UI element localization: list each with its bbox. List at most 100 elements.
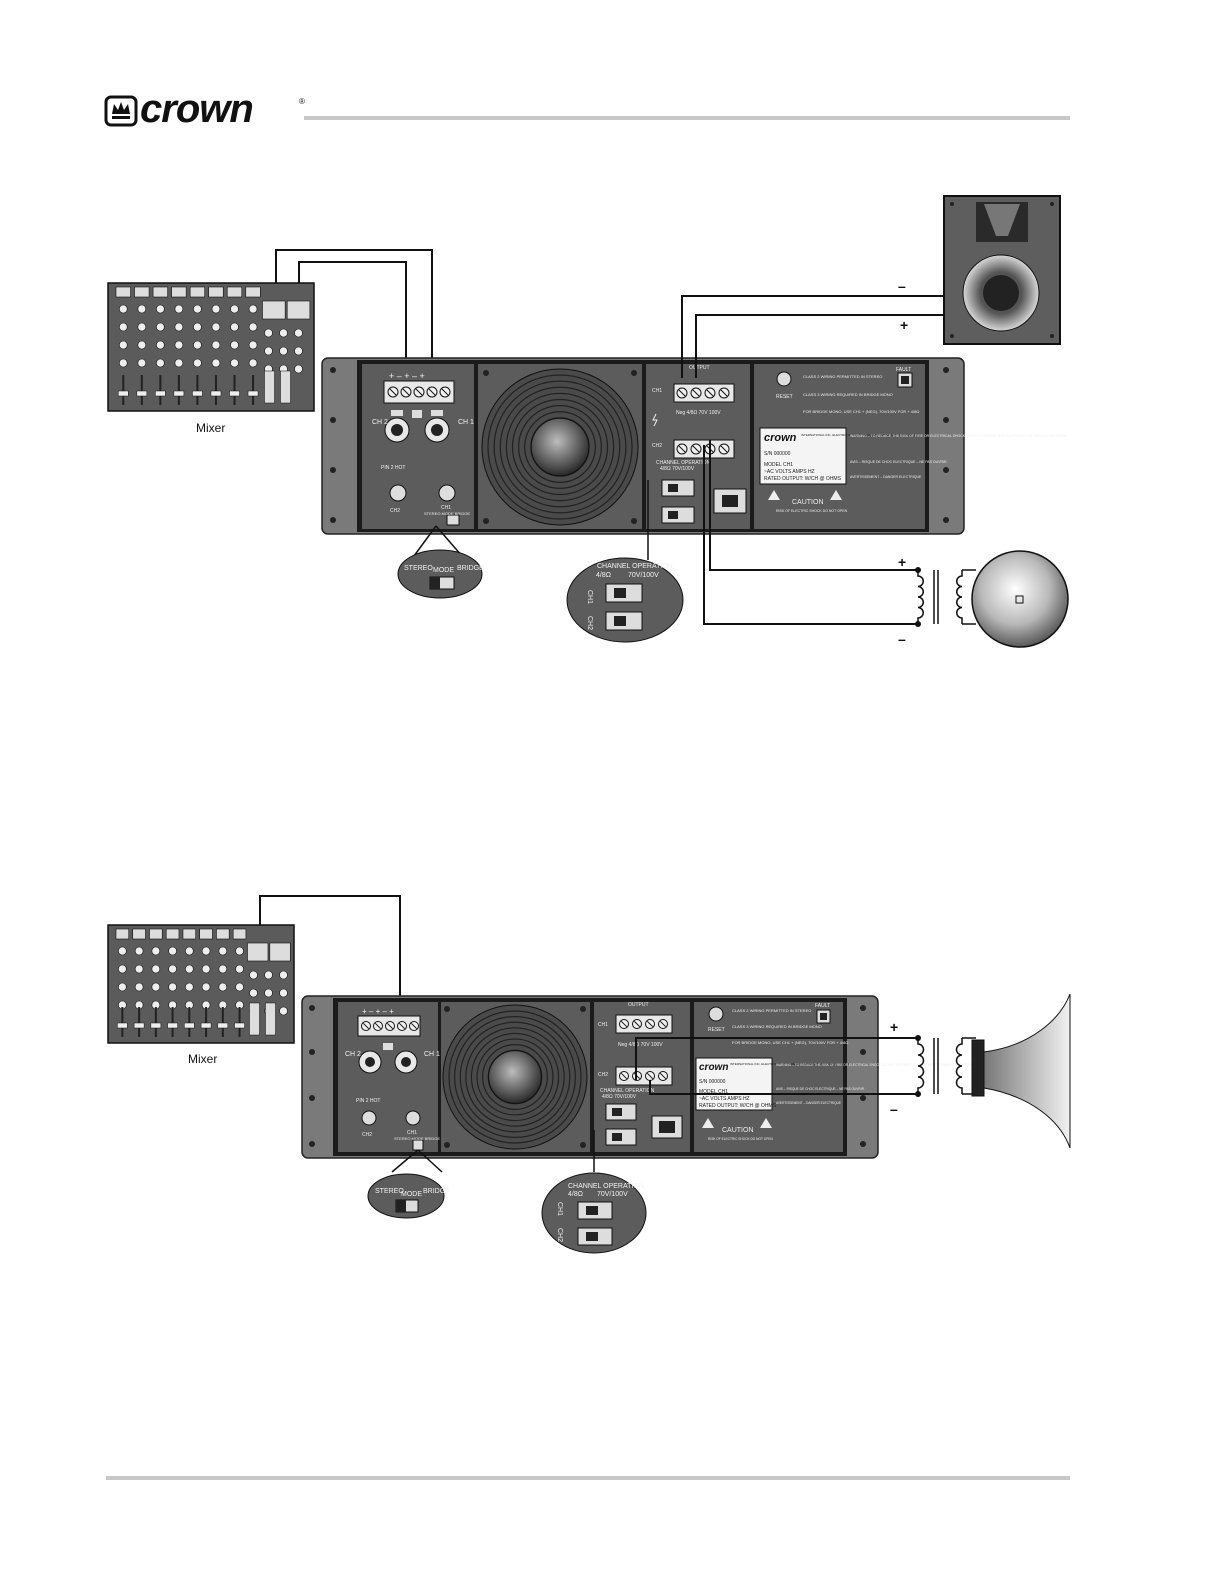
reset-label-bottom: RESET — [708, 1027, 725, 1033]
chan-op-right-bottom: 70V/100V — [597, 1191, 628, 1198]
chan-op-right: 70V/100V — [628, 572, 659, 579]
plate-model: MODEL CH1 — [764, 462, 793, 468]
svg-text:+ – + – +: + – + – + — [389, 371, 425, 381]
plate-company: INTERNATIONAL INC. ELECTRONIC EQUIPMENT … — [801, 433, 921, 437]
class2-note: CLASS 2 WIRING PERMITTED IN STEREO — [803, 374, 882, 379]
warning-note: WARNING – TO REDUCE THE RISK OF FIRE OR … — [850, 434, 1068, 438]
registered-mark: ® — [299, 97, 305, 106]
transformer-minus-label: – — [898, 631, 906, 647]
mode-callout-top: STEREO MODE BRIDGE — [397, 525, 484, 599]
mode-callout-bottom: STEREO MODE BRIDGE — [367, 1149, 450, 1219]
chan-op-title: CHANNEL OPERATION — [597, 563, 673, 570]
avis-note: AVIS – RISQUE DE CHOC ELECTRIQUE – NE PA… — [850, 460, 948, 464]
plate-rated: RATED OUTPUT: W/CH @ OHMS — [764, 476, 842, 482]
chan-op-callout-top: CHANNEL OPERATION 4/8Ω 70V/100V CH1 CH2 — [566, 480, 684, 643]
plate-sn: S/N 000000 — [764, 451, 791, 457]
amplifier-bottom: + – + – + CH 2 CH 1 PIN 2 HOT CH2 CH1 ST… — [301, 995, 975, 1159]
mode-small-label-bottom: STEREO MODE BRIDGE — [394, 1136, 440, 1141]
class3-note: CLASS 3 WIRING REQUIRED IN BRIDGE MONO — [803, 392, 893, 397]
caution-sub: RISK OF ELECTRIC SHOCK DO NOT OPEN — [776, 509, 848, 513]
speaker-cables-top — [681, 295, 944, 378]
transformer-cables-top — [703, 440, 918, 625]
chan-op-ch1-bottom: CH1 — [556, 1202, 563, 1216]
mode-mode-label-bottom: MODE — [401, 1191, 422, 1198]
input-ch2-label-bottom: CH 2 — [345, 1051, 361, 1058]
mixer-bottom: Mixer — [107, 924, 295, 1066]
knob-ch1-label: CH1 — [441, 505, 451, 511]
plate-volts-bottom: ~AC VOLTS AMPS HZ — [699, 1096, 750, 1102]
class3-note-bottom: CLASS 3 WIRING REQUIRED IN BRIDGE MONO — [732, 1024, 822, 1029]
warning-icon — [768, 490, 780, 500]
plate-company-bottom: INTERNATIONAL INC. ELECTRONIC EQUIPMENT … — [730, 1062, 850, 1066]
svg-text:+ – + – +: + – + – + — [362, 1007, 394, 1016]
plate-sn-bottom: S/N 000000 — [699, 1079, 726, 1085]
avis-note-bottom: AVIS – RISQUE DE CHOC ELECTRIQUE – NE PA… — [776, 1087, 865, 1091]
speaker-icon — [943, 195, 1061, 345]
crown-logo-icon — [104, 95, 138, 127]
output-title-bottom: OUTPUT — [628, 1002, 649, 1008]
input-ch2-label: CH 2 — [372, 419, 388, 426]
plate-rated-bottom: RATED OUTPUT: W/CH @ OHMS — [699, 1103, 777, 1109]
mode-stereo-label-bottom: STEREO — [375, 1188, 404, 1195]
header-rule — [304, 116, 1070, 120]
ceiling-speaker-icon — [971, 550, 1069, 648]
bridge-note: FOR BRIDGE MONO, USE CH1 + (NEG), 70V/10… — [803, 409, 919, 414]
bridge-note-bottom: FOR BRIDGE MONO, USE CH1 + (NEG), 70V/10… — [732, 1040, 848, 1045]
output-title: OUTPUT — [689, 365, 710, 371]
caution-label: CAUTION — [792, 499, 824, 506]
transformer-minus-label-bottom: – — [890, 1101, 898, 1117]
class2-note-bottom: CLASS 2 WIRING PERMITTED IN STEREO — [732, 1008, 811, 1013]
transformer-cables-bottom — [635, 1037, 918, 1095]
mode-mode-label: MODE — [433, 567, 454, 574]
diagram-top: Mixer + – + – + — [107, 195, 1069, 648]
plate-volts: ~AC VOLTS AMPS HZ — [764, 469, 815, 475]
caution-sub-bottom: RISK OF ELECTRIC SHOCK DO NOT OPEN — [708, 1137, 773, 1141]
fan-icon — [481, 368, 639, 526]
pin-hot-label-bottom: PIN 2 HOT — [356, 1098, 380, 1104]
terminal-labels: Neg 4/8Ω 70V 100V — [676, 410, 721, 416]
warning-note-bottom: WARNING – TO REDUCE THE RISK OF FIRE OR … — [776, 1063, 975, 1067]
fan-icon — [442, 1004, 588, 1150]
chan-op-small: CHANNEL OPERATION — [656, 460, 711, 466]
brand-wordmark: crown — [140, 87, 253, 131]
fault-label: FAULT — [896, 367, 911, 373]
plate-model-bottom: MODEL CH1 — [699, 1089, 728, 1095]
mixer-label-bottom: Mixer — [188, 1052, 217, 1066]
amplifier-top: + – + – + CH 2 CH 1 PIN 2 HOT CH2 CH1 ST… — [321, 357, 1068, 535]
chan-op-callout-bottom: CHANNEL OPERATION 4/8Ω 70V/100V CH1 CH2 — [541, 1130, 647, 1254]
warning-icon — [760, 1118, 772, 1128]
knob-ch1-label-bottom: CH1 — [407, 1130, 417, 1136]
speaker-minus-label: – — [898, 278, 906, 294]
pin-hot-label: PIN 2 HOT — [381, 465, 405, 471]
knob-ch2-label-bottom: CH2 — [362, 1132, 372, 1138]
chan-op-ch2: CH2 — [586, 616, 593, 630]
plate-brand-bottom: crown — [699, 1062, 728, 1073]
chan-op-left: 4/8Ω — [596, 572, 611, 579]
avertissement-note: AVERTISSEMENT – DANGER ELECTRIQUE — [850, 475, 922, 479]
input-ch1-label-bottom: CH 1 — [424, 1051, 440, 1058]
warning-icon — [830, 490, 842, 500]
output-ch2-label: CH2 — [652, 443, 662, 449]
output-ch1-label-bottom: CH1 — [598, 1022, 608, 1028]
speaker-plus-label: + — [900, 317, 908, 333]
avertissement-note-bottom: AVERTISSEMENT – DANGER ELECTRIQUE — [776, 1101, 841, 1105]
horn-speaker-icon — [971, 993, 1071, 1149]
warning-icon — [702, 1118, 714, 1128]
output-ch1-label: CH1 — [652, 388, 662, 394]
mode-bridge-label-bottom: BRIDGE — [423, 1188, 450, 1195]
mixer-top: Mixer — [107, 282, 315, 435]
chan-op-small-bottom: CHANNEL OPERATION — [600, 1088, 655, 1094]
input-ch1-label: CH 1 — [458, 419, 474, 426]
chan-op-title-bottom: CHANNEL OPERATION — [568, 1183, 644, 1190]
knob-ch2-label: CH2 — [390, 508, 400, 514]
diagram-bottom: Mixer + – + – + CH 2 — [107, 895, 1071, 1254]
caution-label-bottom: CAUTION — [722, 1127, 754, 1134]
transformer-icon — [915, 567, 976, 627]
plate-brand: crown — [764, 432, 797, 444]
transformer-plus-label: + — [898, 554, 906, 570]
chan-op-left-bottom: 4/8Ω — [568, 1191, 583, 1198]
output-ch2-label-bottom: CH2 — [598, 1072, 608, 1078]
mixer-label: Mixer — [196, 421, 225, 435]
footer-rule — [106, 1476, 1070, 1480]
